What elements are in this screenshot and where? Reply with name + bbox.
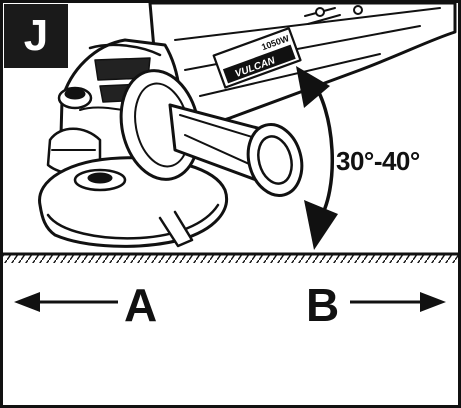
work-surface [3,252,458,263]
step-badge: J [4,4,68,68]
grinder-body [148,1,457,128]
side-handle [119,69,304,197]
angle-arrow-icon [296,66,338,250]
disc-guard [38,156,228,248]
direction-label-a: A [124,279,158,331]
direction-label-b: B [306,279,340,331]
angle-label: 30°-40° [336,146,420,176]
left-arrow-icon [14,292,118,312]
right-arrow-icon [350,292,446,312]
